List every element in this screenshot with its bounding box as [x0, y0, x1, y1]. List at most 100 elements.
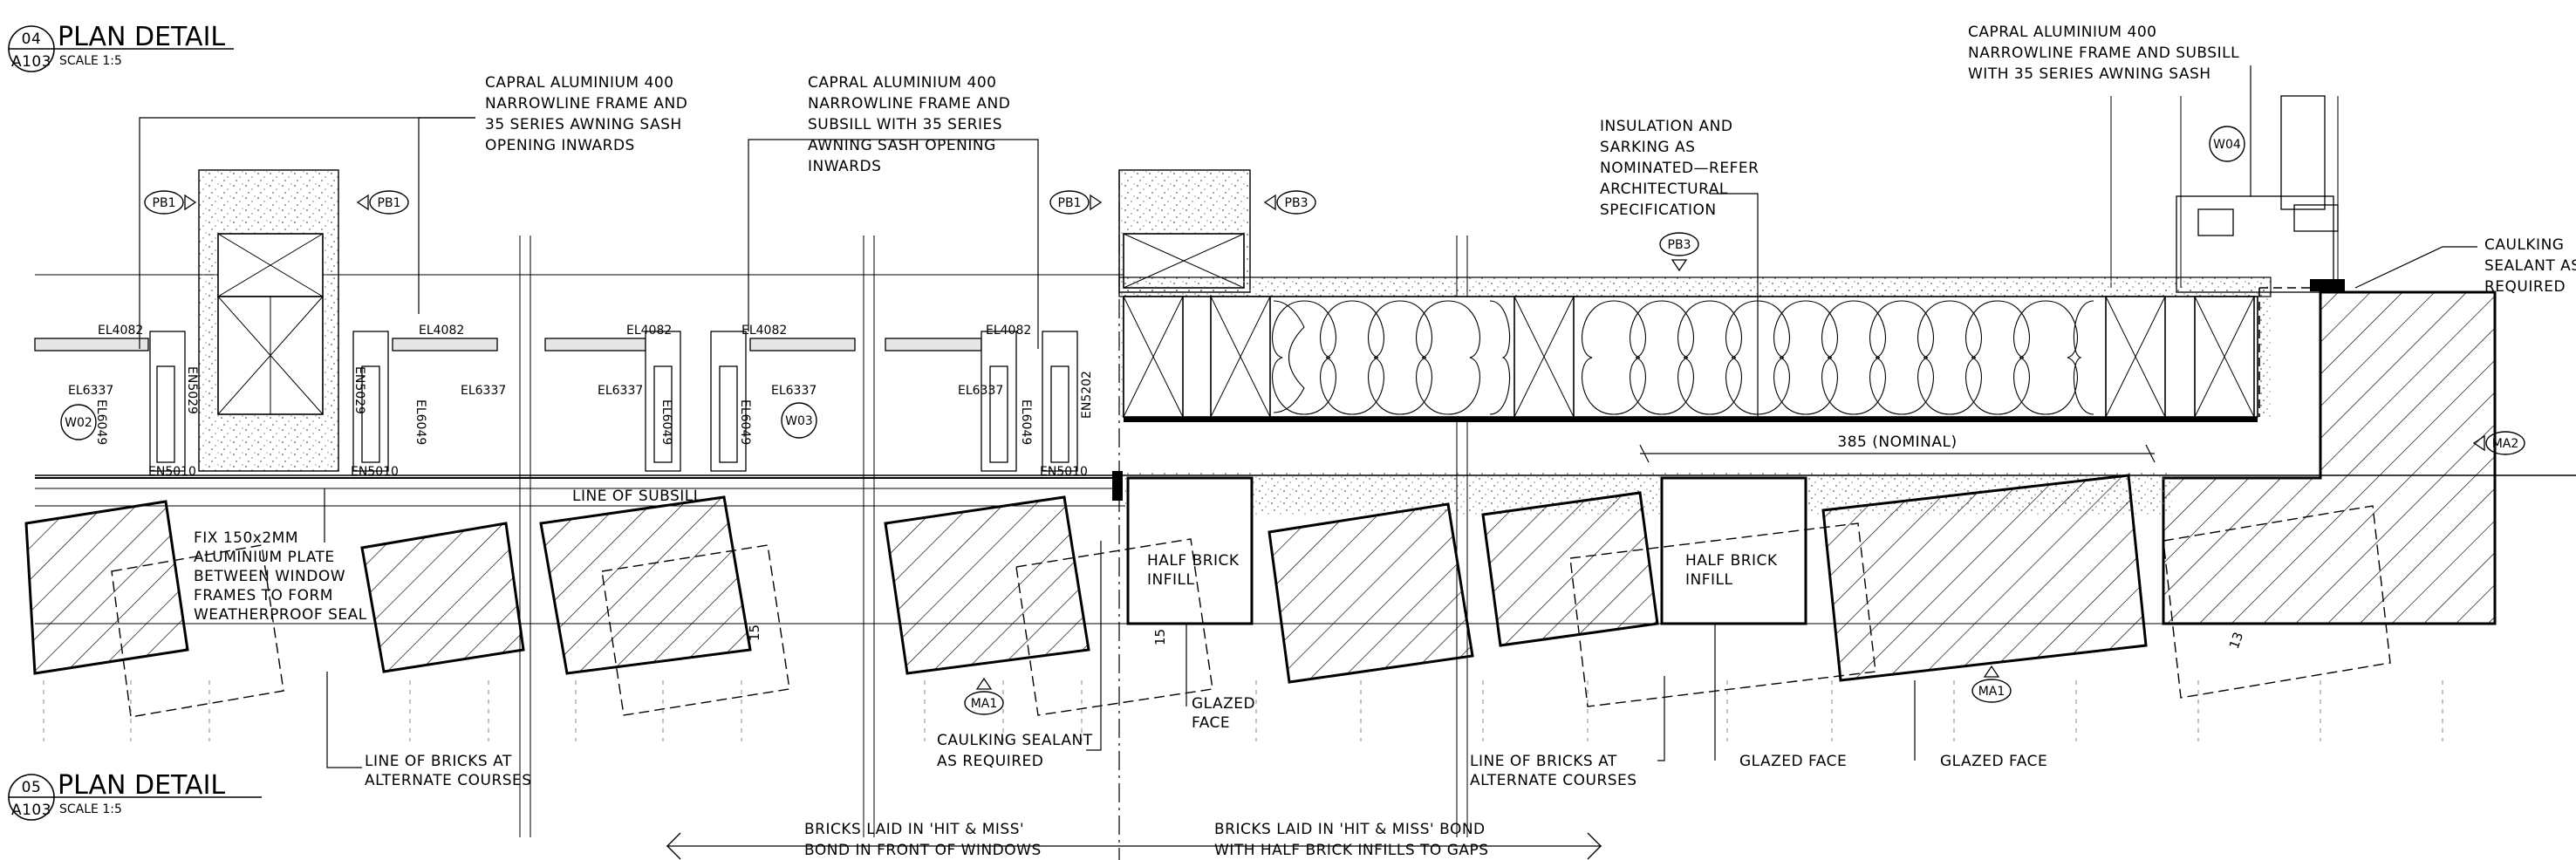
svg-text:W04: W04 — [2213, 138, 2241, 152]
detail-scale: SCALE 1:5 — [59, 54, 122, 68]
note-frame1: CAPRAL ALUMINIUM 400 NARROWLINE FRAME AN… — [485, 74, 687, 154]
title-block-05: 05 A103 PLAN DETAIL SCALE 1:5 — [8, 770, 262, 821]
tag-w03: W03 — [781, 402, 817, 439]
svg-text:INFILL: INFILL — [1685, 571, 1732, 589]
note-caulking-right: CAULKING SEALANT AS REQUIRED — [2484, 236, 2576, 296]
part-code: EL4082 — [741, 324, 787, 338]
window-frames — [34, 95, 2339, 489]
svg-text:PB1: PB1 — [153, 196, 176, 210]
detail-title: PLAN DETAIL — [58, 770, 225, 801]
part-code: EL4082 — [626, 324, 672, 338]
part-code: EL6337 — [461, 384, 506, 398]
note-half-brick-2: HALF BRICK INFILL — [1685, 552, 1778, 589]
svg-text:MA1: MA1 — [971, 697, 998, 711]
tag-w04: W04 — [2209, 126, 2245, 162]
svg-text:SPECIFICATION: SPECIFICATION — [1600, 201, 1717, 219]
svg-text:W02: W02 — [65, 416, 92, 430]
svg-text:PB1: PB1 — [1058, 196, 1082, 210]
half-brick-infill — [1660, 476, 1807, 625]
svg-text:HALF BRICK: HALF BRICK — [1147, 552, 1240, 570]
leaders — [139, 65, 2477, 768]
tag-ma2: MA2 — [2472, 431, 2525, 455]
brick — [1481, 491, 1659, 647]
svg-text:ARCHITECTURAL: ARCHITECTURAL — [1600, 181, 1728, 198]
tag-pb3-b: PB3 — [1659, 232, 1699, 272]
svg-text:MA2: MA2 — [2492, 437, 2519, 451]
svg-text:CAPRAL ALUMINIUM 400: CAPRAL ALUMINIUM 400 — [1968, 24, 2156, 41]
sheet-number: A103 — [11, 802, 51, 819]
tag-pb1-a: PB1 — [144, 190, 197, 215]
timber-post-centre — [1118, 169, 1251, 293]
note-glazed-3: GLAZED FACE — [1940, 753, 2047, 770]
svg-text:INSULATION AND: INSULATION AND — [1600, 118, 1732, 135]
part-code: EN5010 — [351, 465, 399, 479]
brick — [884, 495, 1090, 675]
caulking-joint — [1112, 471, 1123, 501]
svg-text:MA1: MA1 — [1978, 685, 2005, 699]
svg-text:REQUIRED: REQUIRED — [2484, 278, 2566, 296]
svg-text:BETWEEN WINDOW: BETWEEN WINDOW — [194, 568, 345, 585]
note-half-brick-1: HALF BRICK INFILL — [1147, 552, 1240, 589]
svg-text:FIX 150x2MM: FIX 150x2MM — [194, 529, 298, 547]
detail-number: 05 — [22, 779, 42, 796]
part-code: EN5010 — [148, 465, 196, 479]
part-code: EL6049 — [94, 399, 108, 445]
svg-text:FACE: FACE — [1192, 714, 1230, 732]
note-bricks-left: LINE OF BRICKS AT ALTERNATE COURSES — [365, 753, 531, 789]
svg-text:CAULKING: CAULKING — [2484, 236, 2564, 254]
part-code: EN5029 — [185, 366, 199, 414]
part-code: EL6049 — [659, 399, 673, 445]
svg-text:NARROWLINE FRAME AND: NARROWLINE FRAME AND — [808, 95, 1010, 113]
svg-text:BRICKS LAID IN 'HIT & MISS' BO: BRICKS LAID IN 'HIT & MISS' BOND — [1214, 821, 1486, 838]
svg-text:LINE OF BRICKS AT: LINE OF BRICKS AT — [365, 753, 512, 770]
note-insulation: INSULATION AND SARKING AS NOMINATED—REFE… — [1600, 118, 1759, 219]
svg-text:WITH HALF BRICK INFILLS TO GAP: WITH HALF BRICK INFILLS TO GAPS — [1214, 842, 1489, 859]
dimension-15: 15 — [1152, 629, 1168, 645]
part-code: EL6049 — [738, 399, 752, 445]
tag-pb1-b: PB1 — [356, 190, 409, 215]
svg-text:ALTERNATE COURSES: ALTERNATE COURSES — [1470, 772, 1637, 789]
part-codes: EL4082 EL4082 EL4082 EL4082 EL4082 EL633… — [68, 324, 1094, 479]
svg-text:CAPRAL ALUMINIUM 400: CAPRAL ALUMINIUM 400 — [808, 74, 996, 92]
svg-text:NOMINATED—REFER: NOMINATED—REFER — [1600, 160, 1759, 177]
dimension-nominal: 385 (NOMINAL) — [1639, 433, 2156, 463]
alternate-course-bricks — [111, 505, 2391, 718]
part-code: EL4082 — [986, 324, 1031, 338]
svg-text:CAULKING SEALANT: CAULKING SEALANT — [937, 732, 1093, 749]
svg-text:LINE OF BRICKS AT: LINE OF BRICKS AT — [1470, 753, 1617, 770]
svg-text:ALUMINIUM PLATE: ALUMINIUM PLATE — [194, 549, 335, 566]
note-glazed-2: GLAZED FACE — [1739, 753, 1847, 770]
part-code: EL6049 — [1019, 399, 1033, 445]
part-code: EL6337 — [771, 384, 817, 398]
svg-text:GLAZED: GLAZED — [1192, 695, 1255, 713]
svg-text:INWARDS: INWARDS — [808, 158, 881, 175]
part-code: EL6337 — [958, 384, 1003, 398]
part-code: EL6337 — [598, 384, 643, 398]
svg-text:PB3: PB3 — [1668, 238, 1691, 252]
part-code: EN5202 — [1080, 371, 1094, 419]
note-bricks-right: LINE OF BRICKS AT ALTERNATE COURSES — [1470, 753, 1637, 789]
part-code: EL4082 — [419, 324, 464, 338]
svg-text:HALF BRICK: HALF BRICK — [1685, 552, 1778, 570]
svg-text:35 SERIES AWNING SASH: 35 SERIES AWNING SASH — [485, 116, 682, 133]
bond-arrow — [666, 832, 1602, 860]
part-code: EL6337 — [68, 384, 113, 398]
dimension-15: 15 — [747, 625, 762, 641]
part-code: EL4082 — [98, 324, 143, 338]
dimension-13: 13 — [2226, 630, 2246, 651]
svg-text:FRAMES TO FORM: FRAMES TO FORM — [194, 587, 333, 604]
title-block-04: 04 A103 PLAN DETAIL SCALE 1:5 — [8, 22, 234, 72]
brick — [1268, 502, 1474, 684]
svg-text:NARROWLINE FRAME AND: NARROWLINE FRAME AND — [485, 95, 687, 113]
part-code: EN5029 — [352, 366, 366, 414]
tag-ma1-a: MA1 — [964, 677, 1004, 715]
note-frame2: CAPRAL ALUMINIUM 400 NARROWLINE FRAME AN… — [808, 74, 1010, 175]
note-plate: FIX 150x2MM ALUMINIUM PLATE BETWEEN WIND… — [194, 529, 366, 624]
sheet-number: A103 — [11, 53, 51, 71]
brick — [360, 522, 525, 673]
note-bond-right: BRICKS LAID IN 'HIT & MISS' BOND WITH HA… — [1214, 821, 1489, 859]
part-code: EN5010 — [1040, 465, 1088, 479]
detail-title: PLAN DETAIL — [58, 22, 225, 52]
brick — [1821, 474, 2148, 682]
